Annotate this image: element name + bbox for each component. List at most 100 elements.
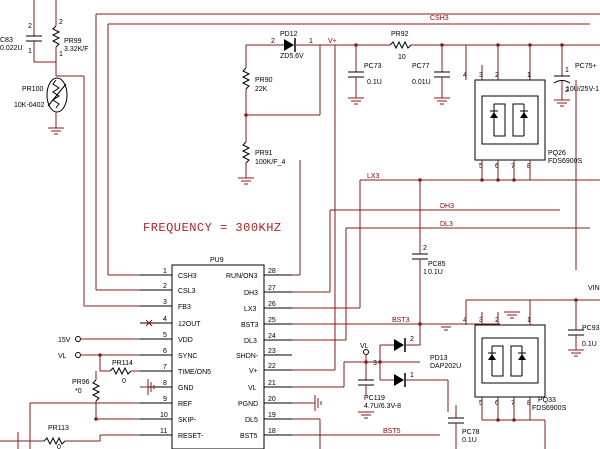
pr96-resistor: PR96 *0 (72, 371, 101, 419)
svg-text:28: 28 (268, 268, 276, 275)
svg-text:19: 19 (268, 412, 276, 419)
pu9-ic: PU9 CSH3 CSL3 FB3 12OUT VDD SYNC TIME/ON… (140, 257, 292, 449)
ground-symbol (48, 127, 64, 135)
svg-text:5: 5 (479, 400, 483, 407)
svg-text:GND: GND (178, 385, 194, 392)
svg-text:CSH3: CSH3 (178, 273, 197, 280)
svg-text:2: 2 (423, 245, 427, 252)
pc85-capacitor: 2 1 PC85 0.1U (412, 180, 446, 345)
svg-text:2: 2 (410, 336, 414, 343)
pr99-resistor: 2 1 PR99 3.32K/F (51, 0, 89, 76)
net-label-bst5: BST5 (383, 428, 401, 435)
c83-ref-label: C83 (0, 37, 13, 44)
pr92-resistor: PR92 10 (389, 31, 412, 61)
pr91-ref-label: PR91 (255, 150, 273, 157)
svg-text:2: 2 (163, 283, 167, 290)
pc85-value-label: 0.1U (428, 269, 443, 276)
pr91-value-label: 100K/F_4 (255, 159, 285, 166)
pc78-capacitor: PC78 0.1U (448, 405, 480, 449)
ground-symbol (504, 311, 520, 319)
svg-text:1: 1 (163, 268, 167, 275)
pc75-ref-label: PC75+ (575, 63, 597, 70)
pr114-resistor: PR114 0 (100, 360, 140, 385)
svg-text:1: 1 (423, 269, 427, 276)
svg-text:7: 7 (511, 400, 515, 407)
svg-text:DL3: DL3 (244, 338, 257, 345)
pr90-resistor: PR90 22K (241, 67, 273, 142)
pq26-mosfet: 4 3 2 1 5 6 7 8 PQ26 FDS6900S (463, 72, 583, 170)
svg-text:6: 6 (163, 348, 167, 355)
pq33-value-label: FDS6900S (532, 405, 567, 412)
svg-text:1: 1 (59, 51, 63, 58)
svg-text:11: 11 (160, 428, 167, 435)
svg-text:1: 1 (410, 372, 414, 379)
ground-symbol (292, 395, 322, 411)
pr90-ref-label: PR90 (255, 77, 273, 84)
net-label-vin: VIN (588, 285, 600, 292)
svg-text:1: 1 (309, 38, 313, 45)
svg-text:18: 18 (268, 428, 276, 435)
pc78-ref-label: PC78 (462, 429, 480, 436)
pc93-value-label: 0.1U (582, 341, 597, 348)
svg-text:2: 2 (495, 72, 499, 79)
svg-text:27: 27 (268, 285, 276, 292)
pr114-ref-label: PR114 (112, 360, 133, 367)
svg-text:SYNC: SYNC (178, 353, 197, 360)
pr99-value-label: 3.32K/F (64, 46, 89, 53)
pc75-value-label: 10U/25V-1 (566, 86, 599, 93)
svg-text:PGND: PGND (238, 401, 258, 408)
pr96-ref-label: PR96 (72, 379, 90, 386)
svg-text:7: 7 (163, 364, 167, 371)
svg-text:9: 9 (163, 396, 167, 403)
svg-text:10: 10 (160, 412, 168, 419)
svg-text:1: 1 (527, 317, 531, 324)
net-label-csh3: CSH3 (430, 15, 449, 22)
net-label-vl-left: VL (58, 353, 67, 360)
svg-text:23: 23 (268, 348, 276, 355)
svg-text:DH3: DH3 (244, 290, 258, 297)
pr113-value-label: 0 (57, 444, 61, 449)
svg-text:BST5: BST5 (240, 433, 258, 440)
svg-text:26: 26 (268, 301, 276, 308)
c83-value-label: 0.022U (0, 45, 23, 52)
svg-text:12OUT: 12OUT (178, 321, 201, 328)
svg-text:1: 1 (527, 72, 531, 79)
net-label-dh3: DH3 (440, 203, 454, 210)
ground-symbol (438, 323, 454, 331)
pq26-value-label: FDS6900S (548, 158, 583, 165)
svg-text:3: 3 (163, 299, 167, 306)
c83-capacitor: 2 1 C83 0.022U (0, 0, 42, 62)
pq33-mosfet: 4 3 2 1 5 6 7 8 PQ33 FDS6900S (463, 317, 567, 412)
ground-symbol (140, 379, 155, 395)
pc85-ref-label: PC85 (428, 261, 446, 268)
svg-text:RESET-: RESET- (178, 433, 204, 440)
pr90-value-label: 22K (255, 86, 268, 93)
svg-text:2: 2 (28, 23, 32, 30)
net-label-vl-right: VL (360, 343, 369, 350)
pc77-ref-label: PC77 (412, 63, 430, 70)
pc77-capacitor: PC77 0.01U (412, 45, 450, 98)
pc119-ref-label: PC119 (364, 395, 385, 402)
svg-text:4: 4 (463, 72, 467, 79)
pd12-ref-label: PD12 (280, 31, 298, 38)
svg-text:SHDN-: SHDN- (236, 353, 259, 360)
svg-text:SKIP-: SKIP- (178, 417, 197, 424)
svg-text:25: 25 (268, 317, 276, 324)
pc73-value-label: 0.1U (367, 79, 382, 86)
pd12-value-label: ZD5.6V (280, 53, 304, 60)
ground-symbol (554, 99, 570, 107)
pc119-value-label: 4.7U/6.3V-8 (364, 403, 401, 410)
svg-text:VDD: VDD (178, 337, 193, 344)
pd12-zener: 2 1 PD12 ZD5.6V (246, 31, 335, 60)
net-label-dl3: DL3 (440, 221, 453, 228)
svg-text:6: 6 (495, 163, 499, 170)
svg-text:1: 1 (565, 67, 569, 74)
ground-symbol (238, 177, 254, 185)
pr113-ref-label: PR113 (48, 425, 69, 432)
svg-text:3: 3 (479, 317, 483, 324)
pr113-resistor: PR113 0 (10, 425, 140, 449)
svg-text:3: 3 (479, 72, 483, 79)
pr92-ref-label: PR92 (391, 31, 409, 38)
svg-text:2: 2 (495, 317, 499, 324)
